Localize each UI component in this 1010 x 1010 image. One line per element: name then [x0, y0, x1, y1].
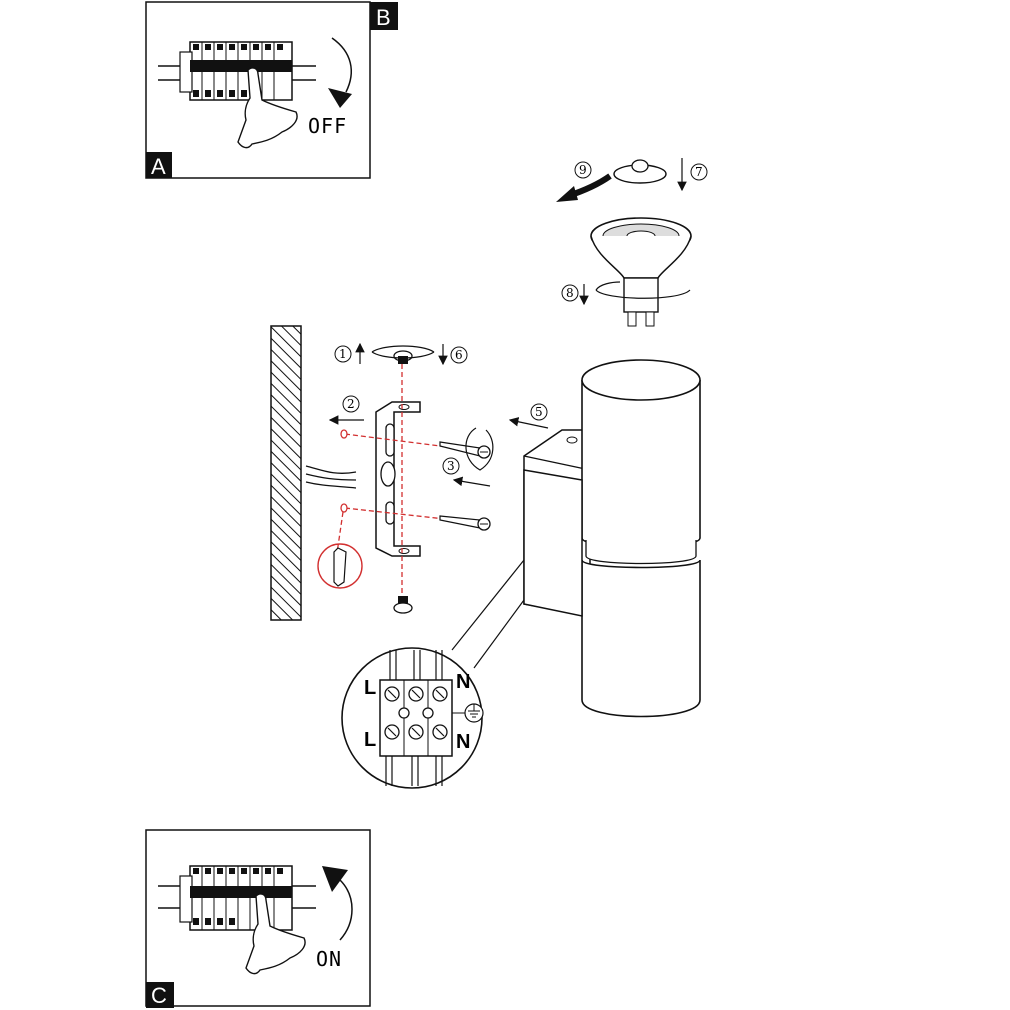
rotate-arrow-screw	[465, 427, 494, 471]
mounting-bracket	[375, 401, 421, 557]
terminal-callout: L N L N	[341, 647, 484, 789]
step-marker-6: 6	[450, 346, 468, 364]
step-marker-2: 2	[342, 395, 360, 413]
terminal-neutral-bottom: N	[456, 731, 470, 753]
step-marker-3: 3	[442, 457, 460, 475]
panel-off-top-box	[370, 2, 398, 30]
terminal-live-bottom: L	[364, 729, 376, 751]
breaker-strip-on	[158, 865, 316, 931]
panel-on: C O	[145, 829, 371, 1008]
hand-off	[237, 67, 298, 149]
wall-plug	[333, 547, 347, 587]
panel-on-corner-letter: C	[151, 983, 167, 1008]
svg-text:5: 5	[535, 405, 543, 419]
wall	[270, 325, 302, 621]
svg-text:6: 6	[455, 348, 463, 362]
svg-text:9: 9	[579, 163, 587, 177]
wall-wires	[305, 465, 357, 489]
screw-lower	[439, 515, 491, 531]
panel-off-top-letter: B	[376, 5, 391, 30]
panel-on-corner-box	[146, 982, 174, 1008]
callout-leader-b	[473, 599, 525, 669]
svg-text:8: 8	[566, 286, 574, 300]
wall-plug-callout	[317, 543, 363, 589]
lamp-body	[523, 359, 701, 718]
arrow-off	[331, 37, 353, 93]
terminal-live-top: L	[364, 677, 376, 699]
terminal-neutral-top: N	[456, 671, 470, 693]
callout-leader-a	[451, 559, 525, 651]
step-marker-5: 5	[530, 403, 548, 421]
svg-text:3: 3	[447, 459, 455, 473]
panel-off-corner-box	[146, 152, 172, 178]
svg-text:1: 1	[339, 347, 347, 361]
panel-off: A B	[145, 1, 398, 179]
svg-text:2: 2	[347, 397, 355, 411]
step-marker-9: 9	[574, 161, 592, 179]
screw-bottom	[393, 596, 413, 614]
svg-text:7: 7	[695, 165, 703, 179]
step-marker-8: 8	[561, 284, 579, 302]
panel-off-corner-letter: A	[151, 154, 166, 179]
arrow-step-3	[452, 476, 491, 487]
rotate-arrow-top	[371, 345, 435, 359]
arrow-on	[339, 879, 353, 941]
gu10-bulb	[590, 217, 692, 327]
label-off: OFF	[308, 114, 347, 138]
step-marker-7: 7	[690, 163, 708, 181]
label-on: ON	[316, 947, 342, 971]
hand-on	[245, 893, 306, 975]
retaining-clip	[613, 159, 667, 184]
step-marker-1: 1	[334, 345, 352, 363]
arrow-step-5	[508, 417, 549, 429]
wall-hole-lower	[340, 503, 348, 513]
wall-hole-upper	[340, 429, 348, 439]
screw-upper	[439, 441, 491, 459]
breaker-strip-off	[158, 41, 316, 101]
